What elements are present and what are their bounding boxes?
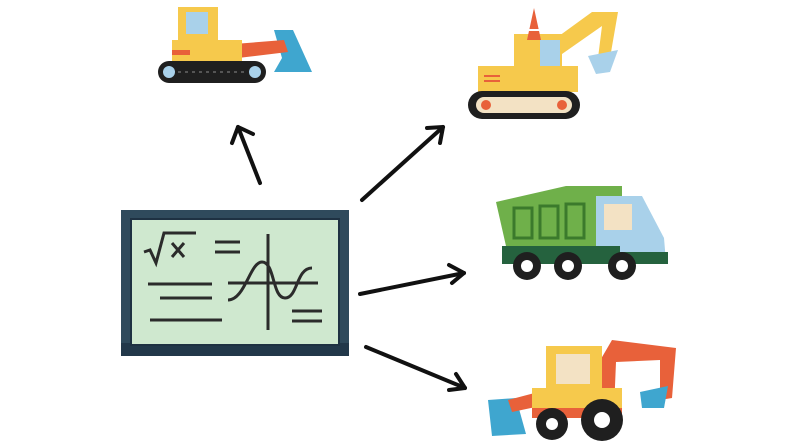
- bulldozer-icon: [158, 7, 312, 83]
- arrow-icon: [358, 263, 466, 296]
- arrow-icon: [364, 345, 467, 392]
- backhoe-loader-icon: [488, 340, 676, 441]
- arrow-icon: [360, 125, 445, 202]
- dump-truck-icon: [496, 186, 668, 280]
- math-chalkboard-icon: [121, 210, 349, 356]
- excavator-icon: [468, 8, 618, 119]
- arrow-icon: [230, 125, 262, 185]
